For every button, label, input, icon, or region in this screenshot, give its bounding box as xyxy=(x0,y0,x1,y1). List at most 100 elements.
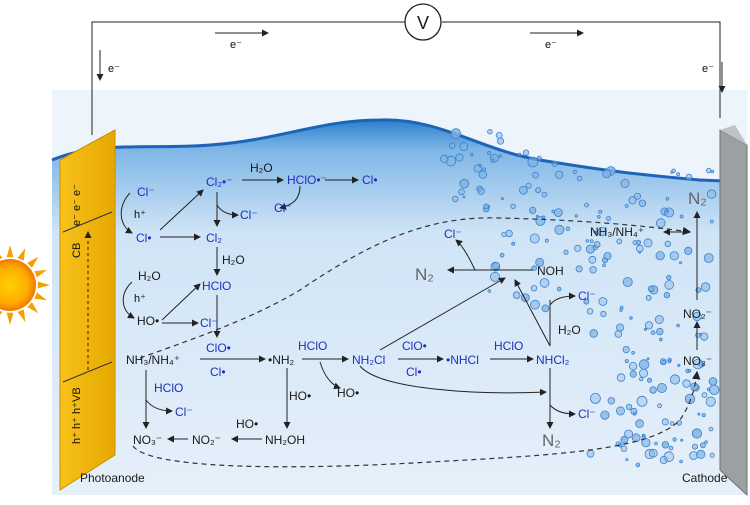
transport-path-upper xyxy=(139,217,692,359)
photoanode: e⁻ e⁻ e⁻ CB VB h⁺ h⁺ h⁺ xyxy=(59,129,116,491)
bubble xyxy=(679,261,683,265)
species-cl-dot-1: Cl• xyxy=(136,231,152,245)
reaction-network: Cl⁻ h⁺ Cl• Cl₂•⁻ H₂O HClO•⁻ Cl• Cl⁻ Cl⁻ … xyxy=(120,161,712,468)
bubble xyxy=(606,215,612,221)
bubble xyxy=(631,433,641,443)
bubble xyxy=(487,151,492,156)
gas-bubbles xyxy=(440,128,720,468)
bubble xyxy=(679,214,684,219)
bubble xyxy=(655,218,666,228)
bubble xyxy=(666,274,672,281)
bubble xyxy=(541,304,550,313)
bubble xyxy=(586,308,594,315)
species-h2o-mid: H₂O xyxy=(222,253,245,267)
bubble xyxy=(492,261,500,270)
species-hclo-radical: HClO•⁻ xyxy=(287,173,327,187)
bubble xyxy=(473,164,482,173)
bubble xyxy=(700,282,711,292)
bubble xyxy=(487,128,493,135)
species-nh3-nh4-cathode: NH₃/NH₄⁺ xyxy=(590,225,644,239)
bubble xyxy=(661,418,669,426)
species-n2-upper: N₂ xyxy=(415,265,434,284)
bubble xyxy=(619,308,623,312)
species-cl2: Cl₂ xyxy=(206,231,222,245)
bubble xyxy=(449,142,456,149)
species-h2o-top: H₂O xyxy=(250,161,273,175)
bubble xyxy=(499,252,505,258)
bubble xyxy=(536,155,542,161)
bubble xyxy=(532,171,539,179)
bubble xyxy=(519,185,528,195)
cb-label: CB xyxy=(71,243,83,258)
bubble xyxy=(616,373,626,382)
bubble xyxy=(440,154,449,163)
bubble xyxy=(663,291,671,299)
bubble xyxy=(664,280,674,290)
bubble xyxy=(682,379,691,388)
bubble xyxy=(535,257,545,267)
bubble xyxy=(589,266,597,274)
bubble xyxy=(450,128,462,139)
bubble xyxy=(510,203,516,210)
bubble xyxy=(679,459,683,464)
bubble xyxy=(572,169,578,174)
bubble xyxy=(574,244,582,252)
sun-ray xyxy=(0,254,3,260)
bubble xyxy=(589,239,594,244)
bubble xyxy=(687,368,692,373)
species-ho-dot-2: HO• xyxy=(289,389,311,403)
bubble xyxy=(632,411,637,416)
bubble xyxy=(487,289,491,293)
species-h2o-right: H₂O xyxy=(558,323,581,337)
bubble xyxy=(641,433,646,438)
bubble xyxy=(565,226,571,232)
bubble xyxy=(644,321,654,330)
bubble xyxy=(636,395,648,407)
bubble xyxy=(616,238,623,245)
bubble xyxy=(668,445,674,451)
bubble xyxy=(680,438,684,442)
bubble xyxy=(672,437,677,442)
bubble xyxy=(656,327,664,336)
bubble xyxy=(661,441,670,449)
bubble xyxy=(575,265,583,273)
bubble xyxy=(482,167,487,172)
bubble xyxy=(629,370,637,378)
bubble xyxy=(643,327,647,331)
bubble xyxy=(541,191,548,198)
bubble xyxy=(706,189,717,199)
bubble xyxy=(696,449,706,459)
bubble xyxy=(574,214,578,218)
bubble xyxy=(585,239,589,243)
bubble xyxy=(669,251,679,261)
species-cl-dot-4: Cl• xyxy=(406,365,422,379)
bubble xyxy=(647,377,653,383)
bubble xyxy=(658,337,663,342)
species-hclo-4: HClO xyxy=(154,381,183,395)
bubble xyxy=(643,238,653,248)
voltmeter-icon xyxy=(404,3,442,41)
bubble xyxy=(669,421,675,426)
photoanode-label: Photoanode xyxy=(80,471,145,485)
species-clo-dot-2: ClO• xyxy=(402,339,427,353)
sun-icon xyxy=(0,245,50,325)
bubble xyxy=(603,252,612,261)
bubble xyxy=(586,449,595,458)
bubble xyxy=(701,392,708,399)
sun-ray xyxy=(27,302,39,314)
bubble xyxy=(554,170,564,179)
bubble xyxy=(638,199,647,207)
species-cl-dot-2: Cl• xyxy=(362,173,378,187)
bubble xyxy=(529,206,537,214)
species-hclo-3: HClO xyxy=(494,339,523,353)
bubble xyxy=(602,169,612,179)
sun-ray xyxy=(17,248,26,261)
bubble xyxy=(708,377,718,386)
bubble xyxy=(695,332,701,338)
bubble xyxy=(551,160,558,167)
bubble xyxy=(588,255,597,264)
water-surface xyxy=(51,118,748,184)
bubble xyxy=(530,299,540,310)
